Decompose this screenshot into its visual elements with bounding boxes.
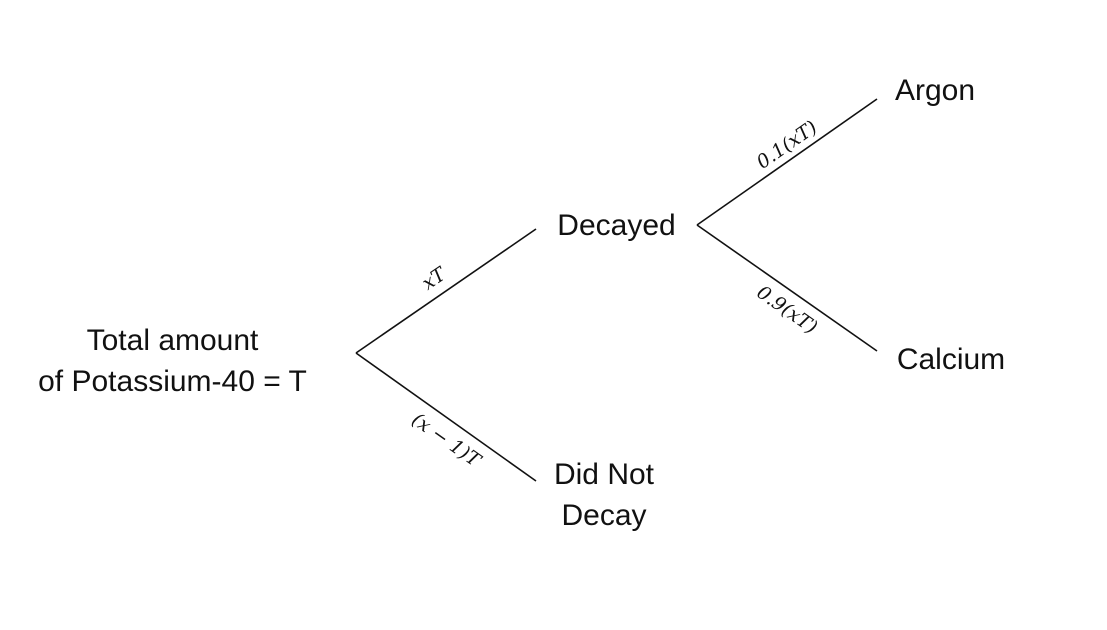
did-not-decay-line-2: Decay <box>561 499 647 532</box>
branch-root-to-decayed <box>355 228 537 354</box>
calcium-node-label: Calcium <box>896 343 1006 376</box>
root-node-label: Total amount of Potassium-40 = T <box>20 320 325 402</box>
did-not-decay-line-1: Did Not <box>553 458 655 491</box>
decayed-node-label: Decayed <box>557 209 676 242</box>
root-line-2: of Potassium-40 = T <box>38 365 307 398</box>
did-not-decay-node-label: Did Not Decay <box>540 454 668 536</box>
branch-decayed-to-calcium <box>696 224 878 352</box>
argon-node-label: Argon <box>894 74 976 107</box>
branch-decayed-to-argon <box>696 98 878 226</box>
root-line-1: Total amount <box>86 324 259 357</box>
branch-root-to-did-not-decay <box>355 352 537 482</box>
